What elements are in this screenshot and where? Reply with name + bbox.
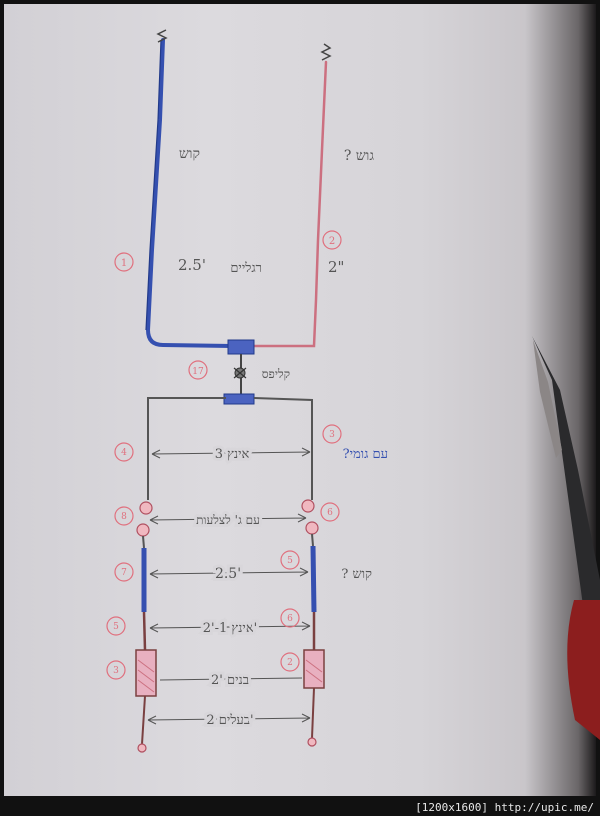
row5-num-right: 2	[287, 658, 293, 668]
upper-right-length: 2"	[328, 258, 344, 276]
upper-right-end	[320, 43, 332, 61]
circled-number-marks	[106, 424, 342, 680]
connector-label: קליפס	[262, 367, 290, 381]
row4-text: 2'-1 אינץ'	[203, 621, 257, 636]
scissors-icon	[532, 336, 600, 740]
connector-number: 17	[192, 367, 204, 377]
row1-text: 3 אינץ	[215, 447, 250, 462]
lower-left-rail	[135, 501, 157, 753]
row1-num-left: 4	[121, 448, 127, 458]
lower-top-bar	[147, 397, 313, 500]
row4-num-right: 6	[287, 614, 293, 624]
upper-right-number: 2	[329, 236, 335, 247]
center-connector	[223, 339, 255, 405]
row2-num-left: 8	[121, 512, 127, 522]
row3-text: 2.5'	[215, 566, 241, 582]
upper-left-wire-label: קוש	[179, 146, 200, 162]
row3-note: ? קוש	[341, 567, 372, 582]
row1-note: ?עם גומי	[343, 447, 388, 462]
upper-left-wire	[145, 38, 234, 348]
lower-right-rail	[301, 499, 325, 747]
row2-num-right: 6	[327, 508, 333, 518]
upper-right-wire-label: ? גוש	[344, 148, 374, 164]
row5-text: 2' בנים	[211, 673, 249, 688]
dimension-arrows	[147, 447, 311, 725]
row3-num-left: 7	[121, 568, 127, 578]
upper-right-wire	[250, 60, 328, 348]
upper-left-number: 1	[121, 258, 127, 269]
upper-length-label: 2.5'	[178, 256, 206, 274]
row5-num-left: 3	[113, 666, 119, 676]
image-credit: [1200x1600] http://upic.me/	[415, 801, 594, 814]
upper-left-end	[156, 29, 168, 43]
row3-num-right: 5	[287, 556, 293, 566]
row6-text: 2 בעלים'	[206, 713, 253, 728]
row1-num-right: 3	[329, 430, 335, 440]
row4-num-left: 5	[113, 622, 119, 632]
row2-text: עם ג' לצלעות	[196, 513, 260, 527]
upper-length-text: רגליים	[230, 261, 262, 276]
